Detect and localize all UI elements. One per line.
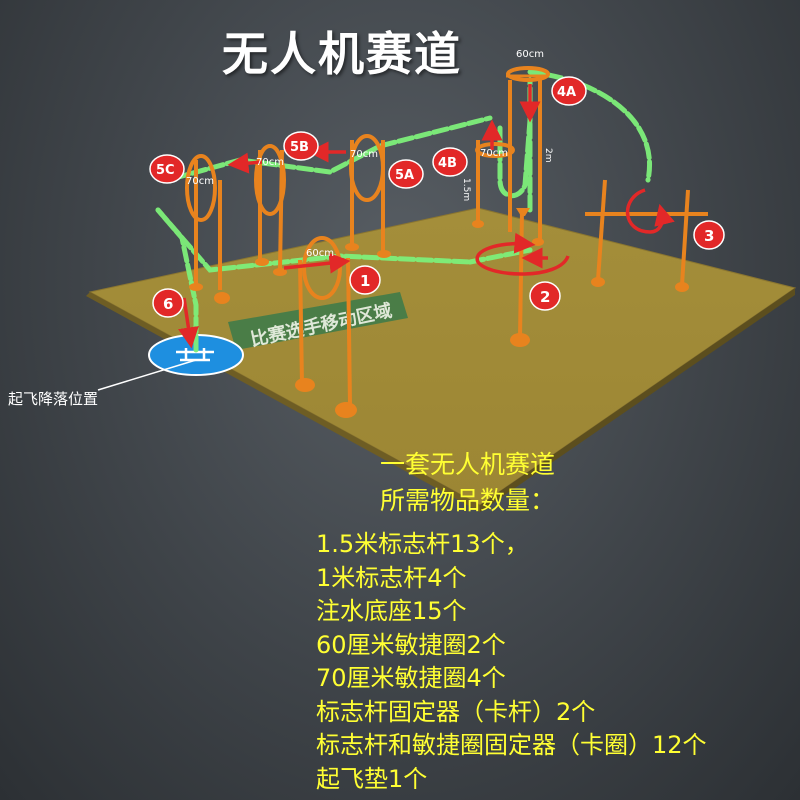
height-label-medium: 1.5m: [461, 178, 471, 201]
marker-1: 1: [349, 265, 381, 295]
size-label-hoop-4b: 70cm: [480, 148, 508, 159]
landing-pad-label: 起飞降落位置: [8, 390, 98, 408]
page-title: 无人机赛道: [222, 27, 462, 81]
size-label-hoop-5c: 70cm: [186, 176, 214, 187]
list-item: 标志杆和敏捷圈固定器（卡圈）12个: [316, 731, 707, 759]
item-list: 1.5米标志杆13个， 1米标志杆4个 注水底座15个 60厘米敏捷圈2个 70…: [316, 528, 707, 796]
svg-text:4A: 4A: [557, 85, 576, 100]
list-item: 60厘米敏捷圈2个: [316, 630, 506, 659]
hoop-4a-top: [506, 66, 550, 82]
svg-text:6: 6: [163, 295, 173, 313]
list-item: 注水底座15个: [316, 597, 467, 625]
list-item: 起飞垫1个: [316, 764, 428, 793]
svg-text:5C: 5C: [156, 163, 175, 178]
marker-5c: 5C: [149, 154, 185, 184]
marker-4b: 4B: [432, 147, 468, 177]
svg-text:5A: 5A: [395, 168, 414, 183]
list-item: 70厘米敏捷圈4个: [316, 664, 506, 692]
list-item: 1米标志杆4个: [316, 563, 467, 592]
marker-5a: 5A: [388, 159, 424, 189]
list-item: 1.5米标志杆13个，: [316, 530, 529, 558]
size-label-hoop-1: 60cm: [306, 248, 334, 259]
size-label-hoop-5a: 70cm: [350, 149, 378, 160]
size-label-top-hoop: 60cm: [516, 49, 544, 60]
direction-arrows: [178, 84, 675, 349]
marker-4a: 4A: [551, 76, 587, 106]
hoop-5a: [349, 134, 385, 202]
marker-2: 2: [529, 281, 561, 311]
svg-text:4B: 4B: [438, 156, 457, 171]
size-label-hoop-5b: 70cm: [256, 157, 284, 168]
marker-3: 3: [693, 220, 725, 250]
pole-bases: [189, 208, 689, 418]
svg-text:2: 2: [540, 288, 550, 306]
list-header-line1: 一套无人机赛道: [380, 450, 556, 479]
hoop-5b: [254, 144, 286, 216]
list-item: 标志杆固定器（卡杆）2个: [316, 697, 596, 726]
hoop-4b: [475, 142, 515, 158]
svg-text:3: 3: [704, 227, 714, 245]
marker-5b: 5B: [283, 131, 319, 161]
svg-text:5B: 5B: [290, 140, 309, 155]
landing-pad-pointer: [97, 359, 197, 391]
hoop-5c: [185, 154, 217, 222]
list-header-line2: 所需物品数量：: [380, 486, 556, 515]
marker-6: 6: [152, 288, 184, 318]
svg-text:1: 1: [360, 272, 370, 290]
floor-edge-right: [480, 288, 795, 512]
height-label-tall: 2m: [543, 148, 553, 163]
